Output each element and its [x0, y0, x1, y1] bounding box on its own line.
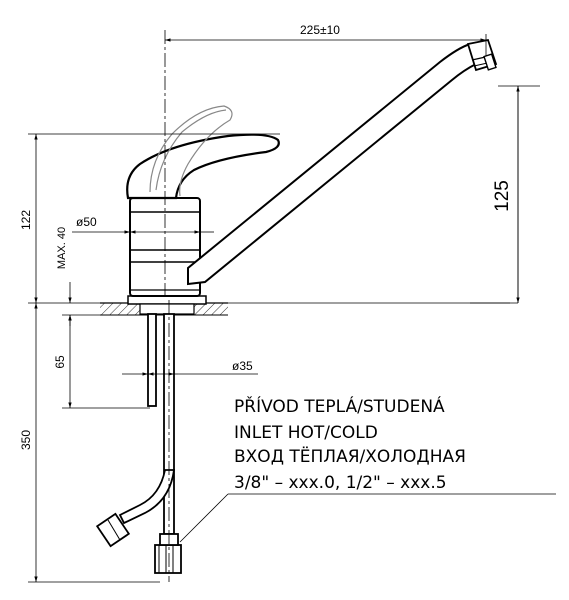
note-line-russian: ВХОД ТЁПЛАЯ/ХОЛОДНАЯ	[234, 446, 466, 467]
lever-open-ghost	[149, 105, 233, 197]
dim-122: 122	[19, 210, 33, 230]
center-lines	[164, 30, 170, 582]
dim-diameter-35: ø35	[232, 359, 253, 373]
dim-65: 65	[53, 355, 67, 369]
spout	[187, 38, 498, 286]
dim-350: 350	[19, 430, 33, 450]
dim-225: 225±10	[300, 23, 340, 37]
inlet-note: PŘÍVOD TEPLÁ/STUDENÁ INLET HOT/COLD ВХОД…	[234, 395, 466, 493]
countertop	[100, 295, 228, 316]
supply-hoses	[95, 313, 182, 574]
dim-diameter-50: ø50	[76, 215, 97, 229]
note-line-english: INLET HOT/COLD	[234, 423, 378, 443]
dim-max-40: MAX. 40	[56, 227, 68, 269]
lever-closed	[126, 133, 280, 200]
note-line-thread-sizes: 3/8" – xxx.0, 1/2" – xxx.5	[234, 473, 447, 493]
dim-125: 125	[492, 180, 513, 212]
dimension-lines	[28, 34, 556, 583]
note-line-czech: PŘÍVOD TEPLÁ/STUDENÁ	[234, 395, 445, 417]
